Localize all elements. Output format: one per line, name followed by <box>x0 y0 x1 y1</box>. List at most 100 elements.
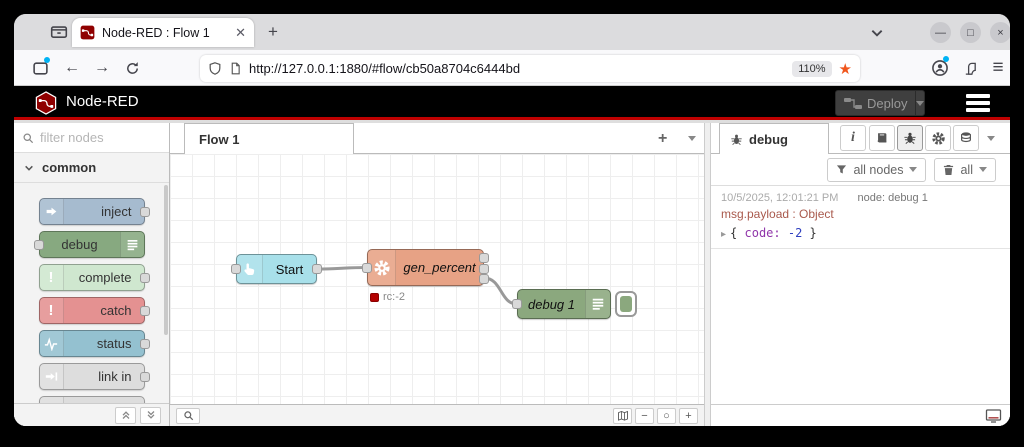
wire-start-to-function <box>315 266 369 271</box>
sidebar-tab-debug-button[interactable] <box>897 125 923 151</box>
sidebar-resize-handle[interactable] <box>704 123 711 426</box>
canvas-search-button[interactable] <box>176 407 200 424</box>
palette-node-inject[interactable]: inject <box>38 198 150 225</box>
reload-button[interactable] <box>122 58 142 78</box>
zoom-reset-button[interactable]: ○ <box>657 407 676 424</box>
debug-enable-toggle[interactable] <box>615 291 637 317</box>
shield-icon[interactable] <box>208 61 222 76</box>
palette-node-link-in[interactable]: link in <box>38 363 150 390</box>
forward-button[interactable]: → <box>94 59 110 76</box>
palette-node-partial[interactable] <box>38 396 145 403</box>
palette-node-status[interactable]: status <box>38 330 150 357</box>
open-in-window-icon[interactable] <box>985 408 1002 423</box>
zoom-in-button[interactable]: + <box>679 407 698 424</box>
output-port[interactable] <box>139 207 150 217</box>
link-in-icon <box>39 364 64 389</box>
browser-tab-active[interactable]: Node-RED : Flow 1 ✕ <box>72 18 254 47</box>
bookmark-star-icon[interactable]: ★ <box>838 60 852 78</box>
url-text[interactable]: http://127.0.0.1:1880/#flow/cb50a8704c64… <box>249 61 521 76</box>
back-button[interactable]: ← <box>64 59 80 76</box>
sidebar-tab-debug[interactable]: debug <box>719 123 829 154</box>
add-flow-button[interactable]: + <box>658 130 668 147</box>
zoom-out-button[interactable]: − <box>635 407 654 424</box>
exclamation-icon: ! <box>39 265 64 290</box>
node-status: rc:-2 <box>370 291 405 303</box>
page-zoom-indicator[interactable]: 110% <box>792 60 832 77</box>
nodered-menu-button[interactable] <box>966 94 990 115</box>
account-notification-dot <box>943 56 949 62</box>
book-icon <box>877 133 887 143</box>
window-maximize-button[interactable]: □ <box>960 22 981 43</box>
debug-filter-button[interactable]: all nodes <box>827 157 927 182</box>
output-port[interactable] <box>139 372 150 382</box>
deploy-options-caret[interactable] <box>916 100 924 106</box>
flow-canvas[interactable]: Start gen_percent rc:-2 <box>170 154 704 404</box>
hand-pointer-icon <box>237 255 263 283</box>
sidebar-tab-help[interactable] <box>869 125 895 151</box>
debug-message-payload[interactable]: ▸{ code: -2 } <box>721 226 1000 240</box>
sidebar-tabs-caret[interactable] <box>987 136 995 141</box>
navigator-button[interactable] <box>613 407 632 424</box>
input-port[interactable] <box>362 263 372 273</box>
palette-sidebar: common inject debug <box>14 123 170 426</box>
input-port[interactable] <box>512 299 522 309</box>
palette-node-catch[interactable]: ! catch <box>38 297 150 324</box>
firefox-view-icon[interactable] <box>30 57 50 78</box>
output-port[interactable] <box>139 339 150 349</box>
trash-icon <box>944 164 954 175</box>
sidebar-tab-context[interactable] <box>953 125 979 151</box>
output-port-2[interactable] <box>479 263 489 274</box>
account-icon[interactable] <box>930 56 950 78</box>
inject-arrow-icon <box>39 199 64 224</box>
collapse-all-button[interactable] <box>115 406 136 424</box>
sidebar-tab-config[interactable] <box>925 125 951 151</box>
payload-brace-close: } <box>809 226 817 240</box>
browser-menu-icon[interactable]: ≡ <box>992 57 1004 78</box>
palette-node-label: inject <box>101 204 132 219</box>
palette-node-debug[interactable]: debug <box>33 231 145 258</box>
flow-tab-active[interactable]: Flow 1 <box>184 123 354 154</box>
output-port[interactable] <box>139 273 150 283</box>
node-label: gen_percent <box>403 260 476 275</box>
status-text: rc:-2 <box>383 291 405 303</box>
status-dot <box>370 292 379 302</box>
sidebar-tab-label: debug <box>749 131 788 147</box>
expand-arrow-icon[interactable]: ▸ <box>721 229 727 240</box>
page-info-icon[interactable] <box>229 61 242 76</box>
output-port[interactable] <box>139 306 150 316</box>
output-port[interactable] <box>312 264 322 274</box>
debug-message[interactable]: 10/5/2025, 12:01:21 PM node: debug 1 msg… <box>711 186 1010 249</box>
deploy-button[interactable]: Deploy <box>835 90 925 116</box>
palette-search-input[interactable] <box>40 130 150 145</box>
palette-search[interactable] <box>14 123 169 153</box>
sidebar-tab-info[interactable]: i <box>840 125 866 151</box>
url-bar[interactable]: http://127.0.0.1:1880/#flow/cb50a8704c64… <box>200 55 860 82</box>
debug-timestamp: 10/5/2025, 12:01:21 PM <box>721 192 839 204</box>
expand-all-button[interactable] <box>140 406 161 424</box>
window-minimize-button[interactable]: — <box>930 22 951 43</box>
canvas-footer: − ○ + <box>170 404 704 426</box>
palette-node-label: catch <box>100 303 132 318</box>
window-close-button[interactable]: × <box>990 22 1010 43</box>
info-icon: i <box>851 130 855 145</box>
palette-scrollbar[interactable] <box>164 185 168 335</box>
sidebar-toggle-icon[interactable] <box>960 58 980 78</box>
output-port-1[interactable] <box>479 253 489 263</box>
flow-list-caret[interactable] <box>688 136 696 141</box>
list-tabs-chevron-icon[interactable] <box>870 26 884 40</box>
new-tab-button[interactable]: + <box>268 22 278 41</box>
output-port-3[interactable] <box>479 274 489 284</box>
palette-node-complete[interactable]: ! complete <box>38 264 150 291</box>
debug-source-node[interactable]: node: debug 1 <box>857 192 928 204</box>
sidebar-tabbar: debug i <box>711 123 1010 154</box>
debug-clear-button[interactable]: all <box>934 157 996 182</box>
inject-button[interactable] <box>231 264 241 274</box>
flow-node-debug-1[interactable]: debug 1 <box>512 289 611 319</box>
flow-node-gen-percent[interactable]: gen_percent <box>362 249 489 286</box>
flow-node-start[interactable]: Start <box>231 254 322 284</box>
palette-category-common[interactable]: common <box>14 153 169 183</box>
tab-close-icon[interactable]: ✕ <box>235 24 246 40</box>
deploy-separator <box>915 91 916 115</box>
tab-overview-icon[interactable] <box>50 22 68 40</box>
input-port[interactable] <box>33 240 44 250</box>
